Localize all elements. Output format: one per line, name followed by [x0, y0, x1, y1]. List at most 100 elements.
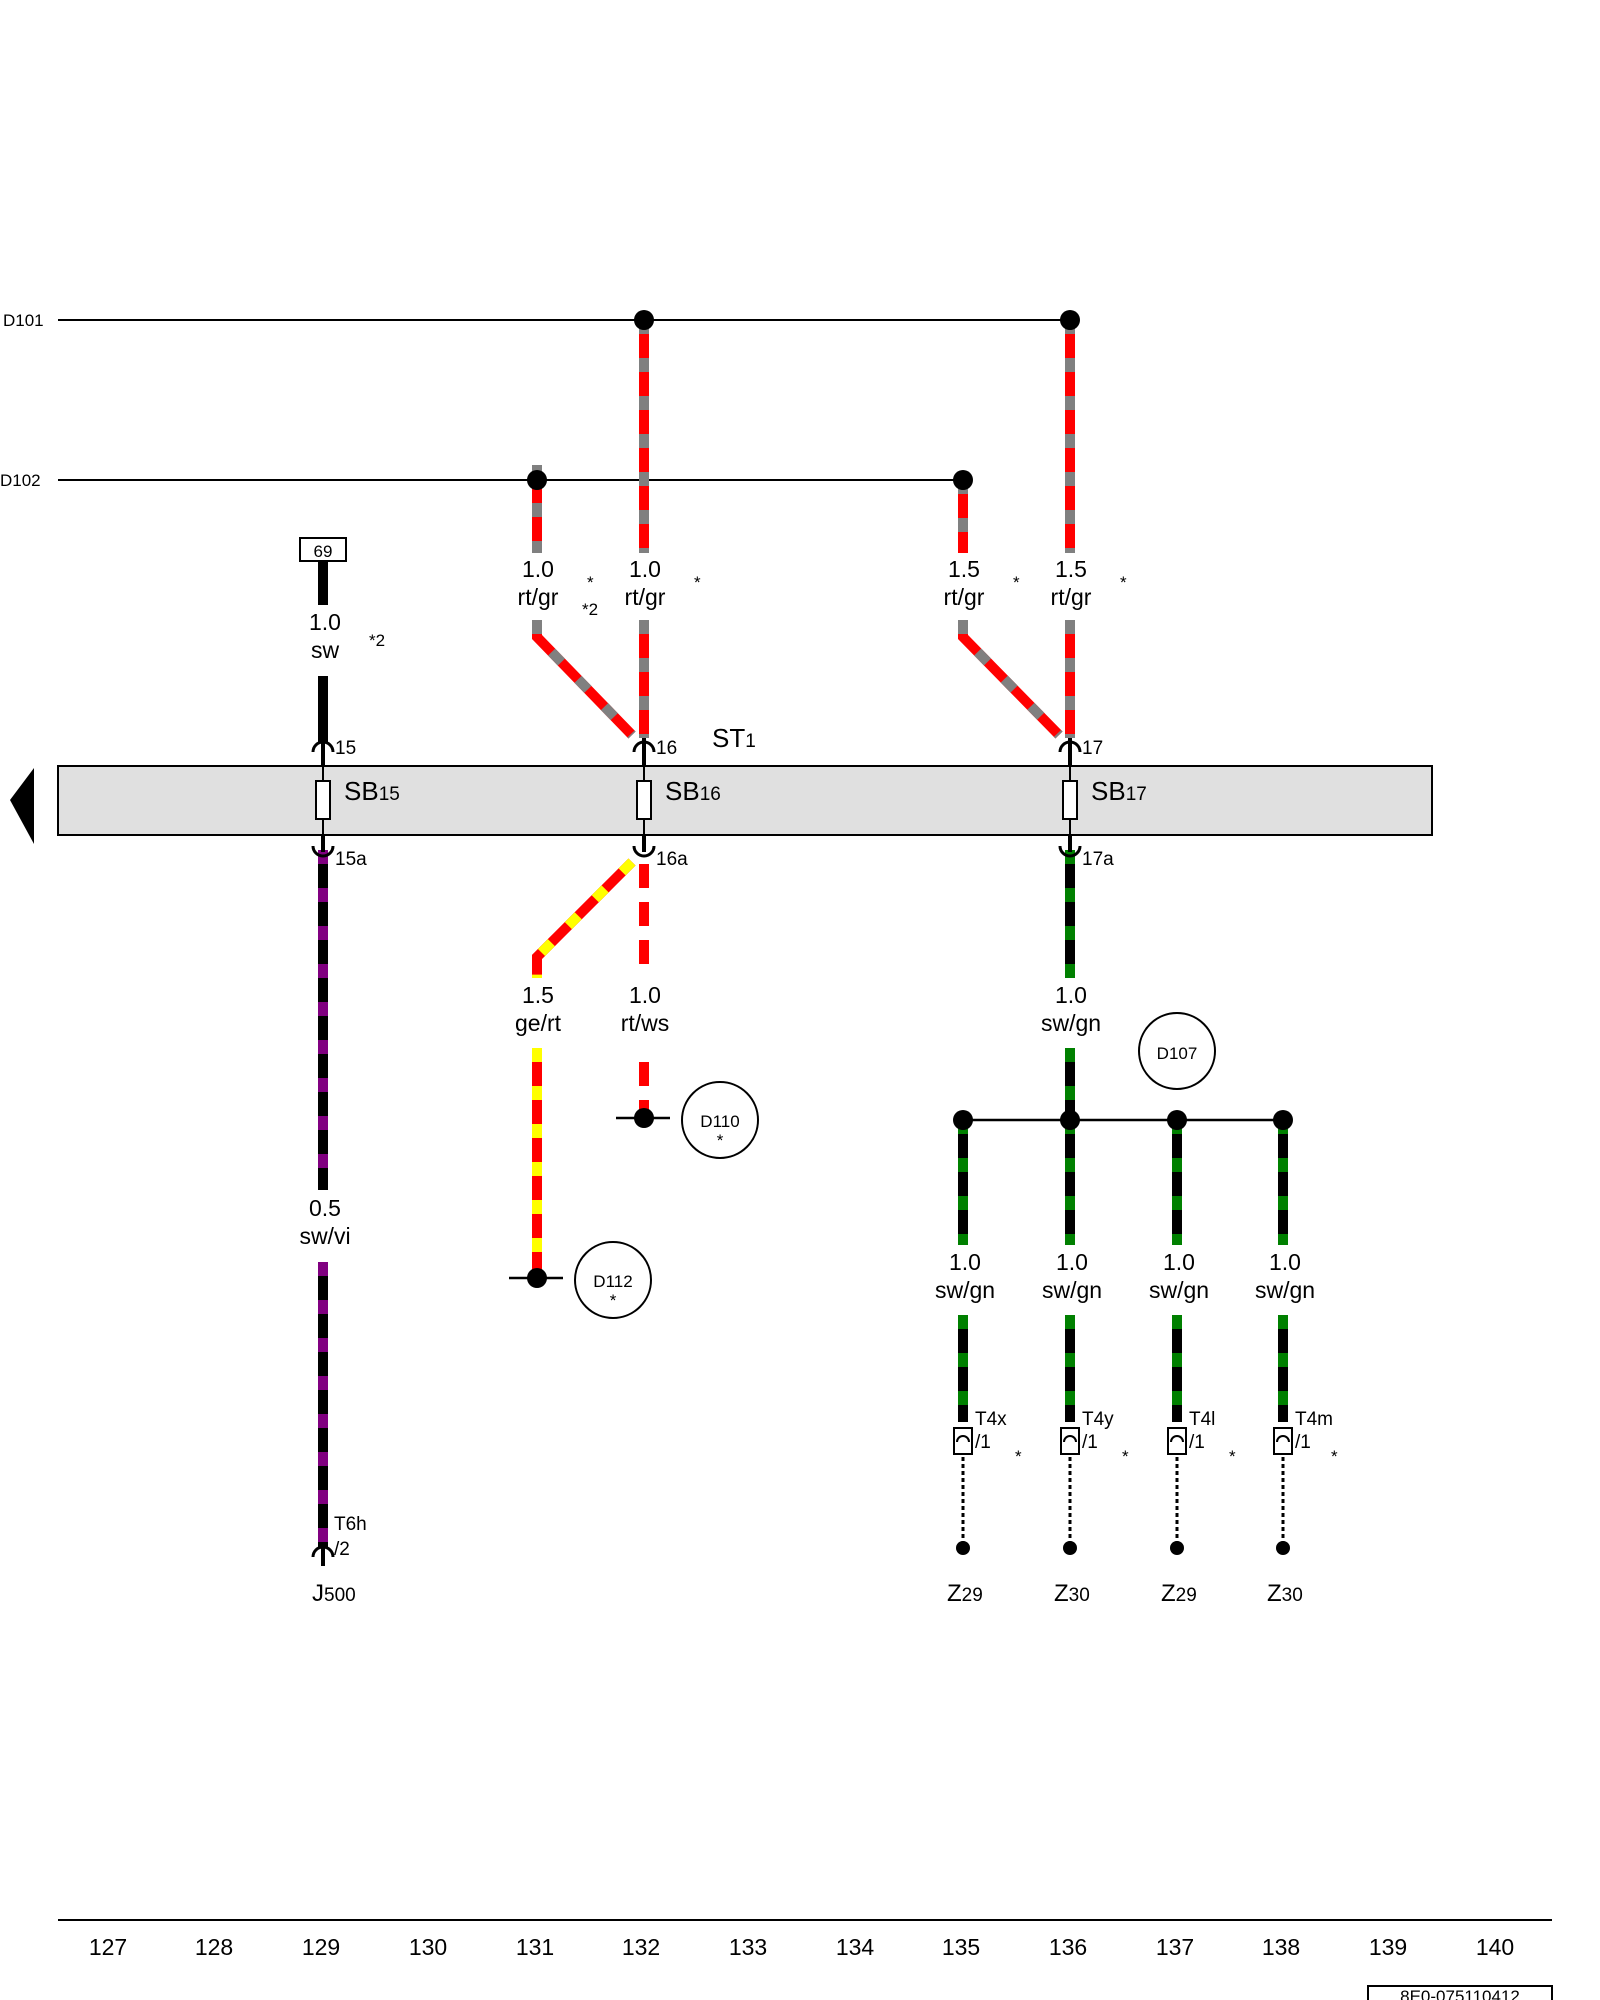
wire-size-label: 1.5: [948, 556, 980, 582]
splice-dot: [1273, 1110, 1293, 1130]
reference-box: 69: [299, 537, 347, 562]
wire-size-label: 1.5: [522, 982, 554, 1008]
connector-name: T4l: [1189, 1409, 1215, 1430]
wire-color-label: rt/gr: [518, 584, 559, 610]
connector-icon: [1063, 1435, 1077, 1443]
splice-dot: [1167, 1110, 1187, 1130]
connector-name: T4m: [1295, 1409, 1333, 1430]
fuse-box: ST1 SB15 SB16 SB17 15 16 17 15a 16a 17a: [10, 723, 1433, 870]
bus-label-d101: D101: [3, 311, 44, 330]
component-label-z29: Z29: [947, 1580, 983, 1607]
connectors: T6h /2 T4x /1 T4y /1 T4l /1 T4m /1: [311, 1409, 1333, 1566]
wire-color-label: sw/gn: [935, 1277, 995, 1303]
wire-135-upper-b: [958, 620, 1063, 739]
footnote-marker: *: [587, 573, 594, 592]
footnote-marker: *2: [369, 631, 385, 650]
terminal-dot: [1276, 1541, 1290, 1555]
wire-color-label: sw: [311, 637, 340, 663]
bus-lines: D101 D102: [0, 311, 1072, 490]
wires: [318, 320, 1288, 1548]
wire-size-label: 1.0: [1163, 1249, 1195, 1275]
wire-131-lower-a: [532, 858, 636, 978]
fuse-icon: [315, 780, 331, 820]
wire-labels: 1.0 sw 1.0 rt/gr 1.0 rt/gr 1.5 rt/gr 1.5…: [299, 556, 1315, 1303]
arrow-left-icon: [10, 768, 34, 844]
component-labels: J500 Z29 Z30 Z29 Z30: [312, 1580, 1303, 1607]
wire-stripe: [958, 620, 1063, 739]
splice-dot: [527, 470, 547, 490]
wire-color-label: sw/gn: [1149, 1277, 1209, 1303]
fuse-icon: [636, 780, 652, 820]
connector-pin-label: /1: [1295, 1432, 1311, 1453]
grid-number: 133: [729, 1934, 767, 1960]
grid-number: 130: [409, 1934, 447, 1960]
footnote-marker: *: [610, 1291, 617, 1310]
splice-dot: [634, 1108, 654, 1128]
branch-lines: [509, 1116, 1285, 1548]
wire-color-label: rt/gr: [1051, 584, 1092, 610]
drawing-number: 8E0-075110412: [1400, 1987, 1520, 2000]
splice-dot: [953, 1110, 973, 1130]
wire-size-label: 1.5: [1055, 556, 1087, 582]
wire-color-label: sw/gn: [1042, 1277, 1102, 1303]
connector-housing-icon: [1167, 1427, 1187, 1455]
fuse-box-body: [57, 765, 1433, 836]
drawing-number-box: [1367, 1985, 1553, 2000]
circle-d112: [574, 1241, 652, 1319]
pin-label: 16: [656, 738, 677, 759]
connector-name: T6h: [334, 1514, 367, 1535]
connector-icon: [1170, 1435, 1184, 1443]
grid-number: 131: [516, 1934, 554, 1960]
grid-number: 132: [622, 1934, 660, 1960]
footnote-marker: *: [1120, 573, 1127, 592]
component-label-j500: J500: [312, 1580, 356, 1607]
wire-131-upper-b: [532, 620, 636, 739]
circle-d107: [1138, 1012, 1216, 1090]
footnote-marker: *: [1122, 1447, 1129, 1466]
connector-pin-label: /2: [334, 1539, 350, 1560]
footnote-marker: *2: [582, 600, 598, 619]
wire-size-label: 0.5: [309, 1195, 341, 1221]
reference-box-frame: [299, 537, 347, 562]
bus-label-d102: D102: [0, 471, 41, 490]
grid-footer: 127 128 129 130 131 132 133 134 135 136 …: [58, 1919, 1553, 2000]
wire-size-label: 1.0: [1269, 1249, 1301, 1275]
pin-label: 17a: [1082, 849, 1114, 870]
connector-pin-label: /1: [975, 1432, 991, 1453]
fuse-box-title: ST1: [712, 723, 756, 753]
grid-number: 138: [1262, 1934, 1300, 1960]
circle-label-d112: D112: [593, 1272, 632, 1291]
splice-dot: [1060, 1110, 1080, 1130]
wire-size-label: 1.0: [949, 1249, 981, 1275]
wire-stripe: [532, 620, 636, 739]
terminal-dot: [956, 1541, 970, 1555]
splice-dot: [1060, 310, 1080, 330]
wire-color-label: rt/gr: [944, 584, 985, 610]
connector-housing-icon: [953, 1427, 973, 1455]
connector-icon: [1058, 845, 1082, 858]
fuse-label-sb16: SB16: [665, 776, 721, 806]
reference-box-label: 69: [314, 542, 333, 561]
circle-label-d110: D110: [700, 1112, 739, 1131]
terminal-dot: [1063, 1541, 1077, 1555]
circle-d110: [681, 1081, 759, 1159]
grid-number: 129: [302, 1934, 340, 1960]
connector-icon: [956, 1435, 970, 1443]
footnote-marker: *: [1013, 573, 1020, 592]
fuse-icon: [1062, 780, 1078, 820]
grid-number: 134: [836, 1934, 875, 1960]
component-label-z30: Z30: [1267, 1580, 1303, 1607]
pin-label: 16a: [656, 849, 688, 870]
wire-size-label: 1.0: [629, 556, 661, 582]
connector-name: T4y: [1082, 1409, 1114, 1430]
wire-color-label: sw/gn: [1255, 1277, 1315, 1303]
wire-color-label: ge/rt: [515, 1010, 562, 1036]
pin-label: 15: [335, 738, 356, 759]
fuse-label-sb17: SB17: [1091, 776, 1147, 806]
wire-stripe: [532, 858, 636, 978]
splice-dot: [953, 470, 973, 490]
pin-label: 15a: [335, 849, 367, 870]
connector-housing-icon: [1273, 1427, 1293, 1455]
footnote-marker: *: [1229, 1447, 1236, 1466]
